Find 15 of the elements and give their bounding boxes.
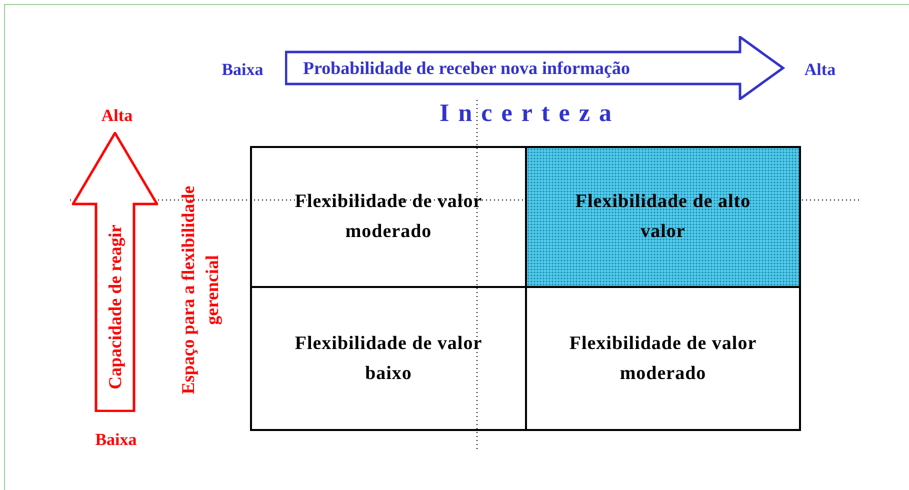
cell-text: Flexibilidade de valor moderado — [294, 190, 484, 244]
highlighted-matrix-cell — [525, 146, 801, 288]
arrow-label: Probabilidade de receber nova informação — [303, 57, 630, 80]
axis-end-label: Baixa — [220, 60, 264, 80]
matrix-cell — [250, 286, 527, 431]
cell-text: Flexibilidade de alto valor — [574, 190, 752, 244]
cell-text: Flexibilidade de valor moderado — [568, 332, 758, 386]
axis-title: Espaço para a flexibilidade gerencial — [177, 184, 223, 396]
axis-end-label: Alta — [100, 106, 134, 126]
arrow-label: Capacidade de reagir — [104, 224, 126, 390]
axis-end-label: Baixa — [94, 430, 138, 450]
axis-title: Incerteza — [438, 100, 622, 128]
axis-end-label: Alta — [803, 60, 837, 80]
matrix-cell — [525, 286, 801, 431]
cell-text: Flexibilidade de valor baixo — [294, 332, 484, 386]
